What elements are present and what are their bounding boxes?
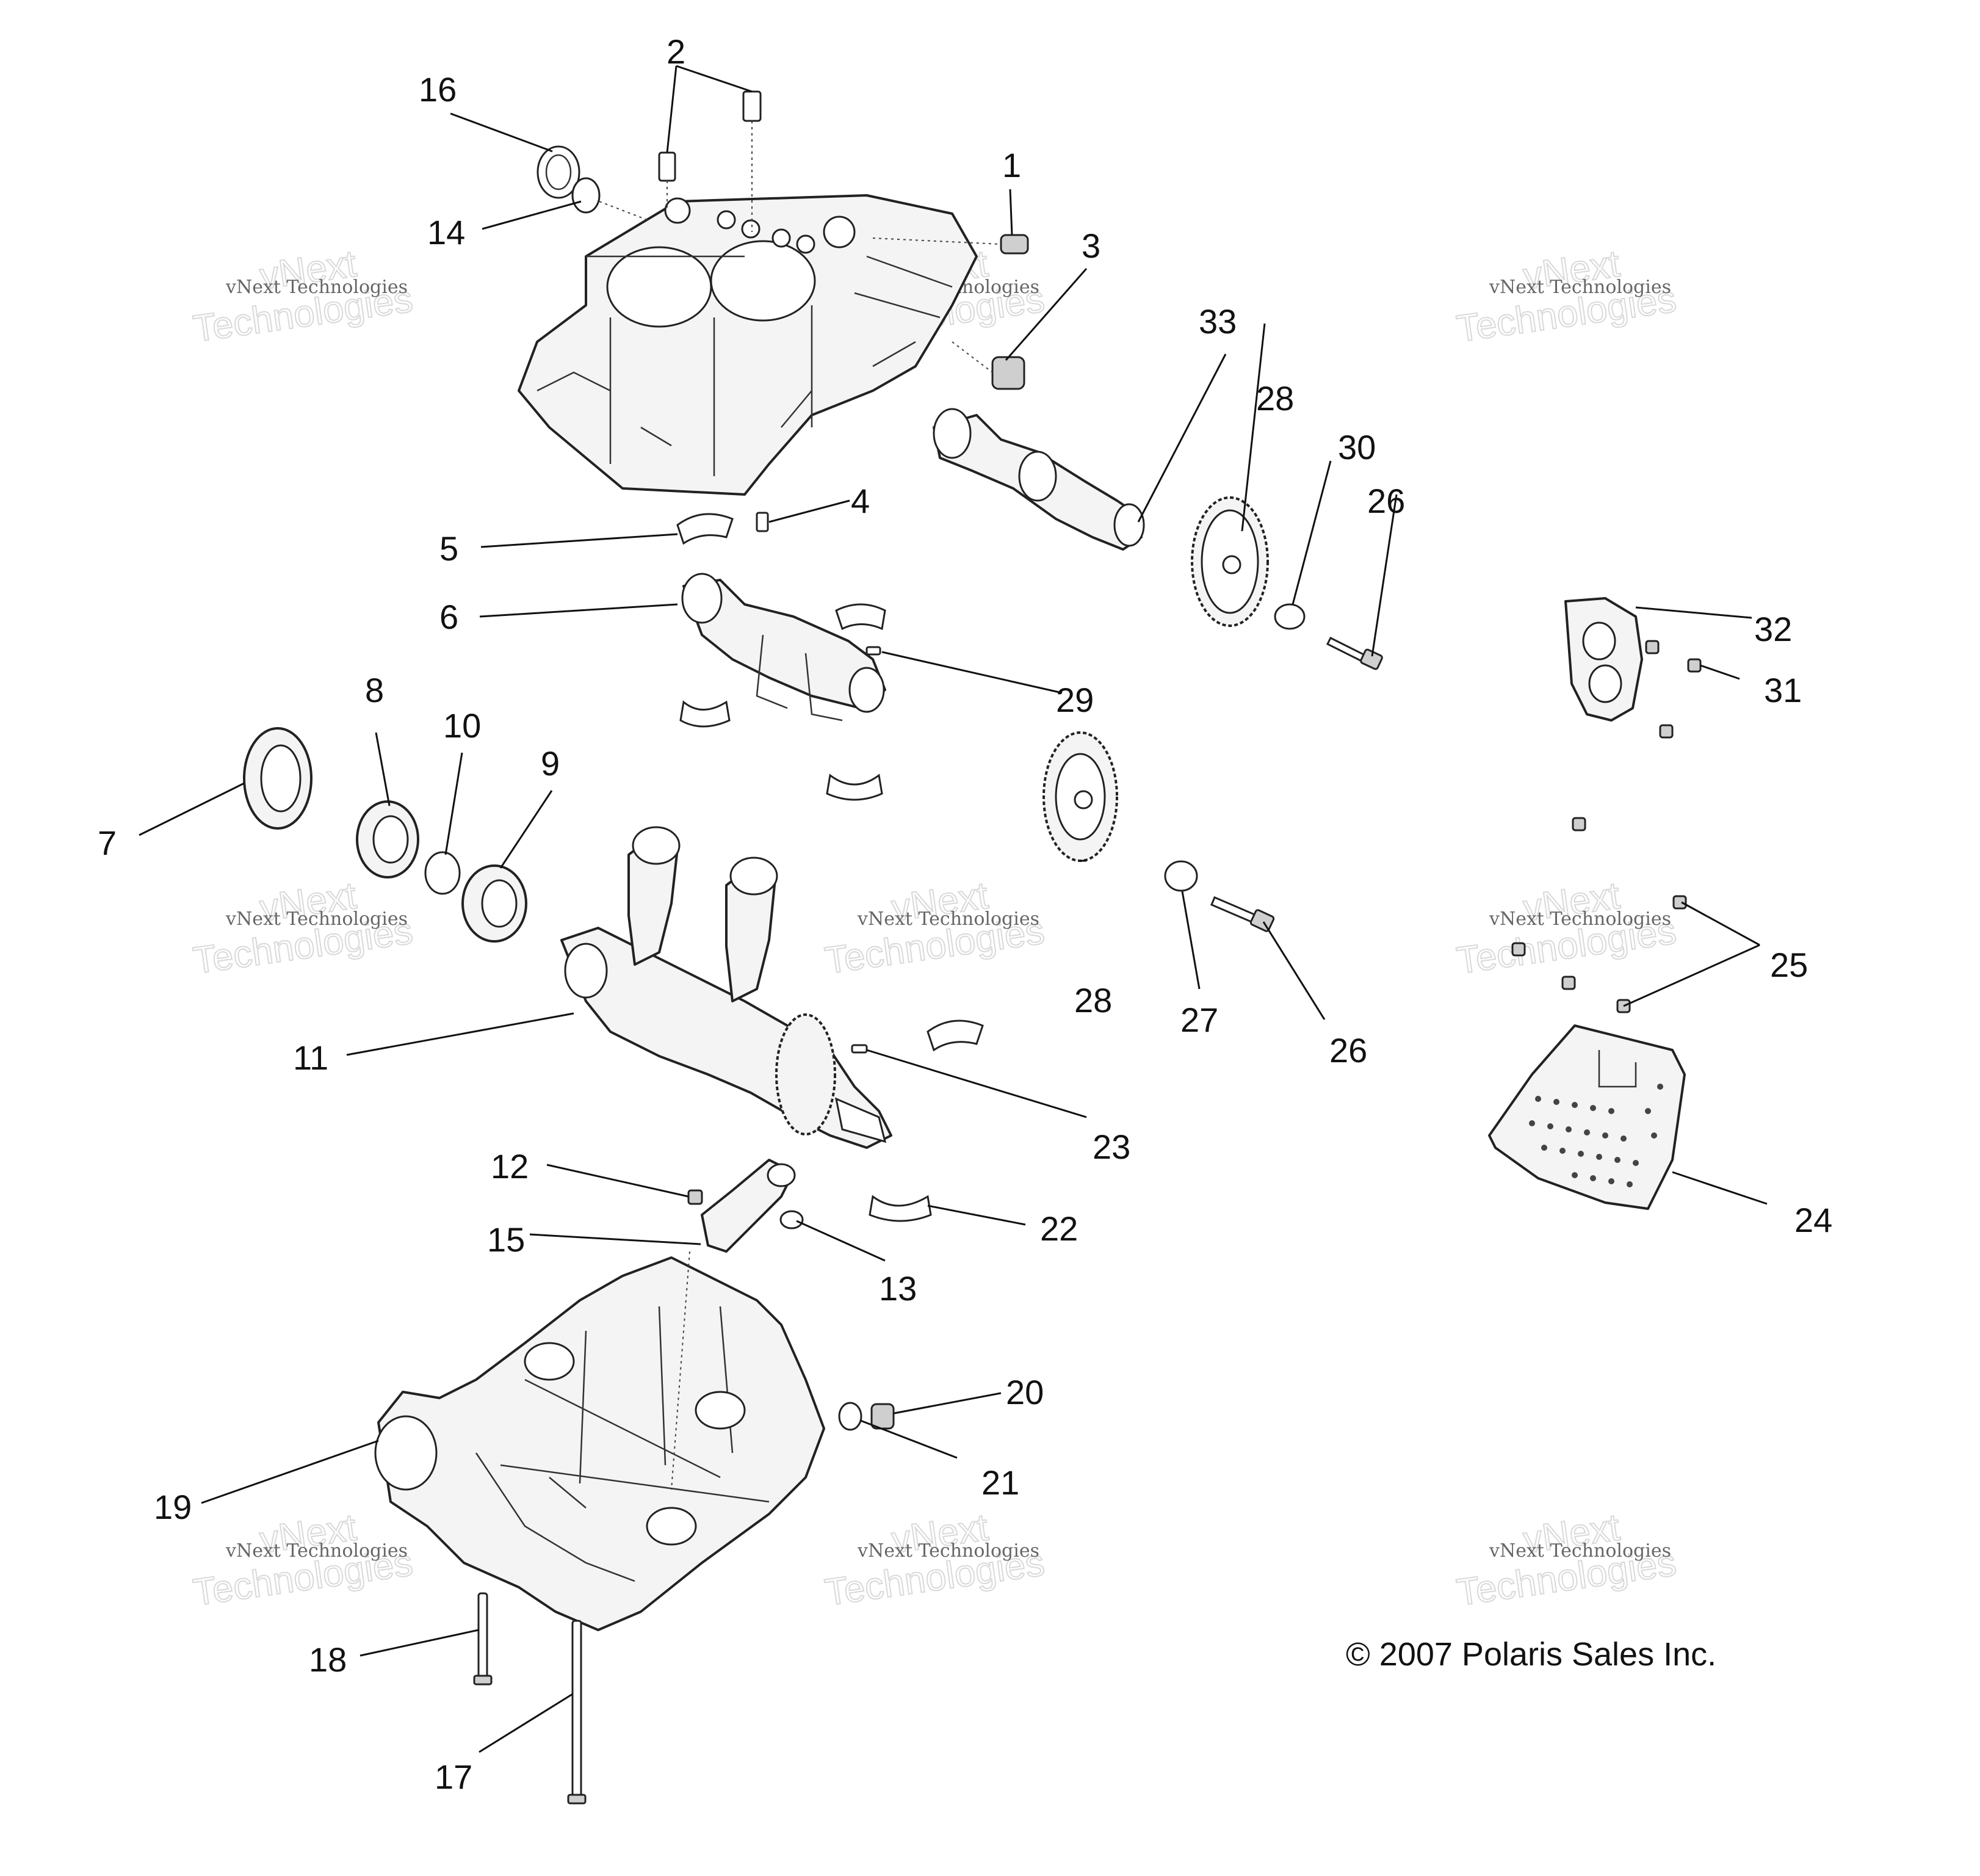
callout-20: 20 — [1006, 1373, 1044, 1411]
plug — [991, 356, 1025, 390]
callout-1: 1 — [1002, 146, 1021, 184]
callout-17: 17 — [435, 1758, 472, 1796]
bearing-shell — [835, 603, 886, 631]
callout-6: 6 — [439, 598, 458, 636]
watermark-text: vNext Technologies — [1489, 1540, 1671, 1562]
o-ring — [424, 851, 461, 895]
callout-18: 18 — [309, 1640, 347, 1679]
callout-26: 26 — [1367, 482, 1405, 520]
balance-gear — [1042, 731, 1118, 862]
cam-gear — [1191, 496, 1269, 627]
callout-8: 8 — [365, 671, 384, 709]
o-ring — [571, 177, 601, 214]
callout-24: 24 — [1794, 1201, 1832, 1239]
callout-7: 7 — [98, 824, 117, 862]
dowel-pin — [658, 151, 676, 182]
bolt — [1210, 896, 1275, 932]
leader-lines — [139, 65, 1768, 1753]
upper-crankcase — [518, 194, 978, 496]
callout-19: 19 — [154, 1488, 192, 1526]
dowel-pin — [756, 512, 769, 532]
screw — [1511, 942, 1526, 957]
bearing-shell — [869, 1195, 932, 1222]
bolt — [1326, 636, 1383, 670]
bolt — [571, 1620, 582, 1799]
screw — [1672, 895, 1687, 910]
callout-28: 28 — [1256, 379, 1294, 418]
callout-29: 29 — [1056, 681, 1094, 719]
dowel-pin — [742, 90, 762, 122]
bearing-shell — [679, 700, 731, 728]
callout-14: 14 — [427, 213, 465, 252]
callout-31: 31 — [1764, 671, 1802, 709]
plug — [1000, 234, 1029, 255]
watermark-text: vNext Technologies — [225, 908, 408, 930]
seal — [537, 145, 580, 199]
screw — [1659, 724, 1674, 739]
watermark-text: vNext Technologies — [1489, 277, 1671, 298]
watermark-text: vNext Technologies — [225, 1540, 408, 1562]
callout-22: 22 — [1040, 1209, 1078, 1248]
callout-33: 33 — [1199, 302, 1237, 341]
callout-9: 9 — [541, 744, 560, 783]
callout-12: 12 — [491, 1147, 529, 1186]
callout-2: 2 — [667, 32, 685, 71]
screw — [1645, 640, 1660, 654]
key — [865, 646, 881, 656]
drain-plug — [870, 1403, 895, 1430]
callout-26: 26 — [1329, 1031, 1367, 1070]
callout-16: 16 — [419, 70, 457, 109]
balance-shaft — [681, 573, 886, 722]
bolt — [477, 1592, 488, 1680]
callout-15: 15 — [487, 1220, 525, 1259]
callout-30: 30 — [1338, 428, 1376, 466]
screw — [1687, 658, 1702, 673]
cover-plate — [1564, 597, 1643, 722]
parts — [243, 90, 1702, 1805]
watermark-text: vNext Technologies — [225, 277, 408, 298]
callout-23: 23 — [1093, 1128, 1130, 1166]
callout-3: 3 — [1082, 226, 1100, 265]
callout-27: 27 — [1180, 1001, 1218, 1039]
crush-washer — [838, 1402, 862, 1431]
bearing-shell — [927, 1019, 984, 1052]
watermark-text: vNext Technologies — [1489, 908, 1671, 930]
bolt — [687, 1189, 703, 1205]
watermark-text: vNext Technologies — [857, 1540, 1039, 1562]
callout-25: 25 — [1770, 946, 1808, 984]
callout-13: 13 — [879, 1269, 917, 1308]
lower-crankcase — [374, 1256, 825, 1631]
callout-32: 32 — [1754, 610, 1792, 648]
crankshaft — [560, 826, 892, 1149]
callouts: 1 2 3 4 5 6 7 8 9 10 11 12 13 14 15 16 1… — [98, 32, 1832, 1796]
copyright-notice: © 2007 Polaris Sales Inc. — [1346, 1636, 1716, 1673]
callout-11: 11 — [293, 1038, 328, 1077]
bearing-shell — [826, 773, 883, 801]
washer — [1274, 603, 1306, 630]
washer — [1164, 860, 1198, 892]
callout-4: 4 — [851, 482, 870, 520]
oil-screen — [1488, 1024, 1686, 1210]
bearing-shell — [676, 513, 734, 545]
screw — [1572, 817, 1586, 831]
callout-28: 28 — [1074, 981, 1112, 1019]
callout-5: 5 — [439, 529, 458, 568]
key — [851, 1044, 868, 1054]
callout-21: 21 — [981, 1463, 1019, 1502]
callout-10: 10 — [443, 706, 481, 745]
screw — [1561, 976, 1576, 990]
o-ring — [779, 1210, 804, 1230]
watermark-text: vNext Technologies — [857, 908, 1039, 930]
camshaft — [933, 408, 1145, 551]
